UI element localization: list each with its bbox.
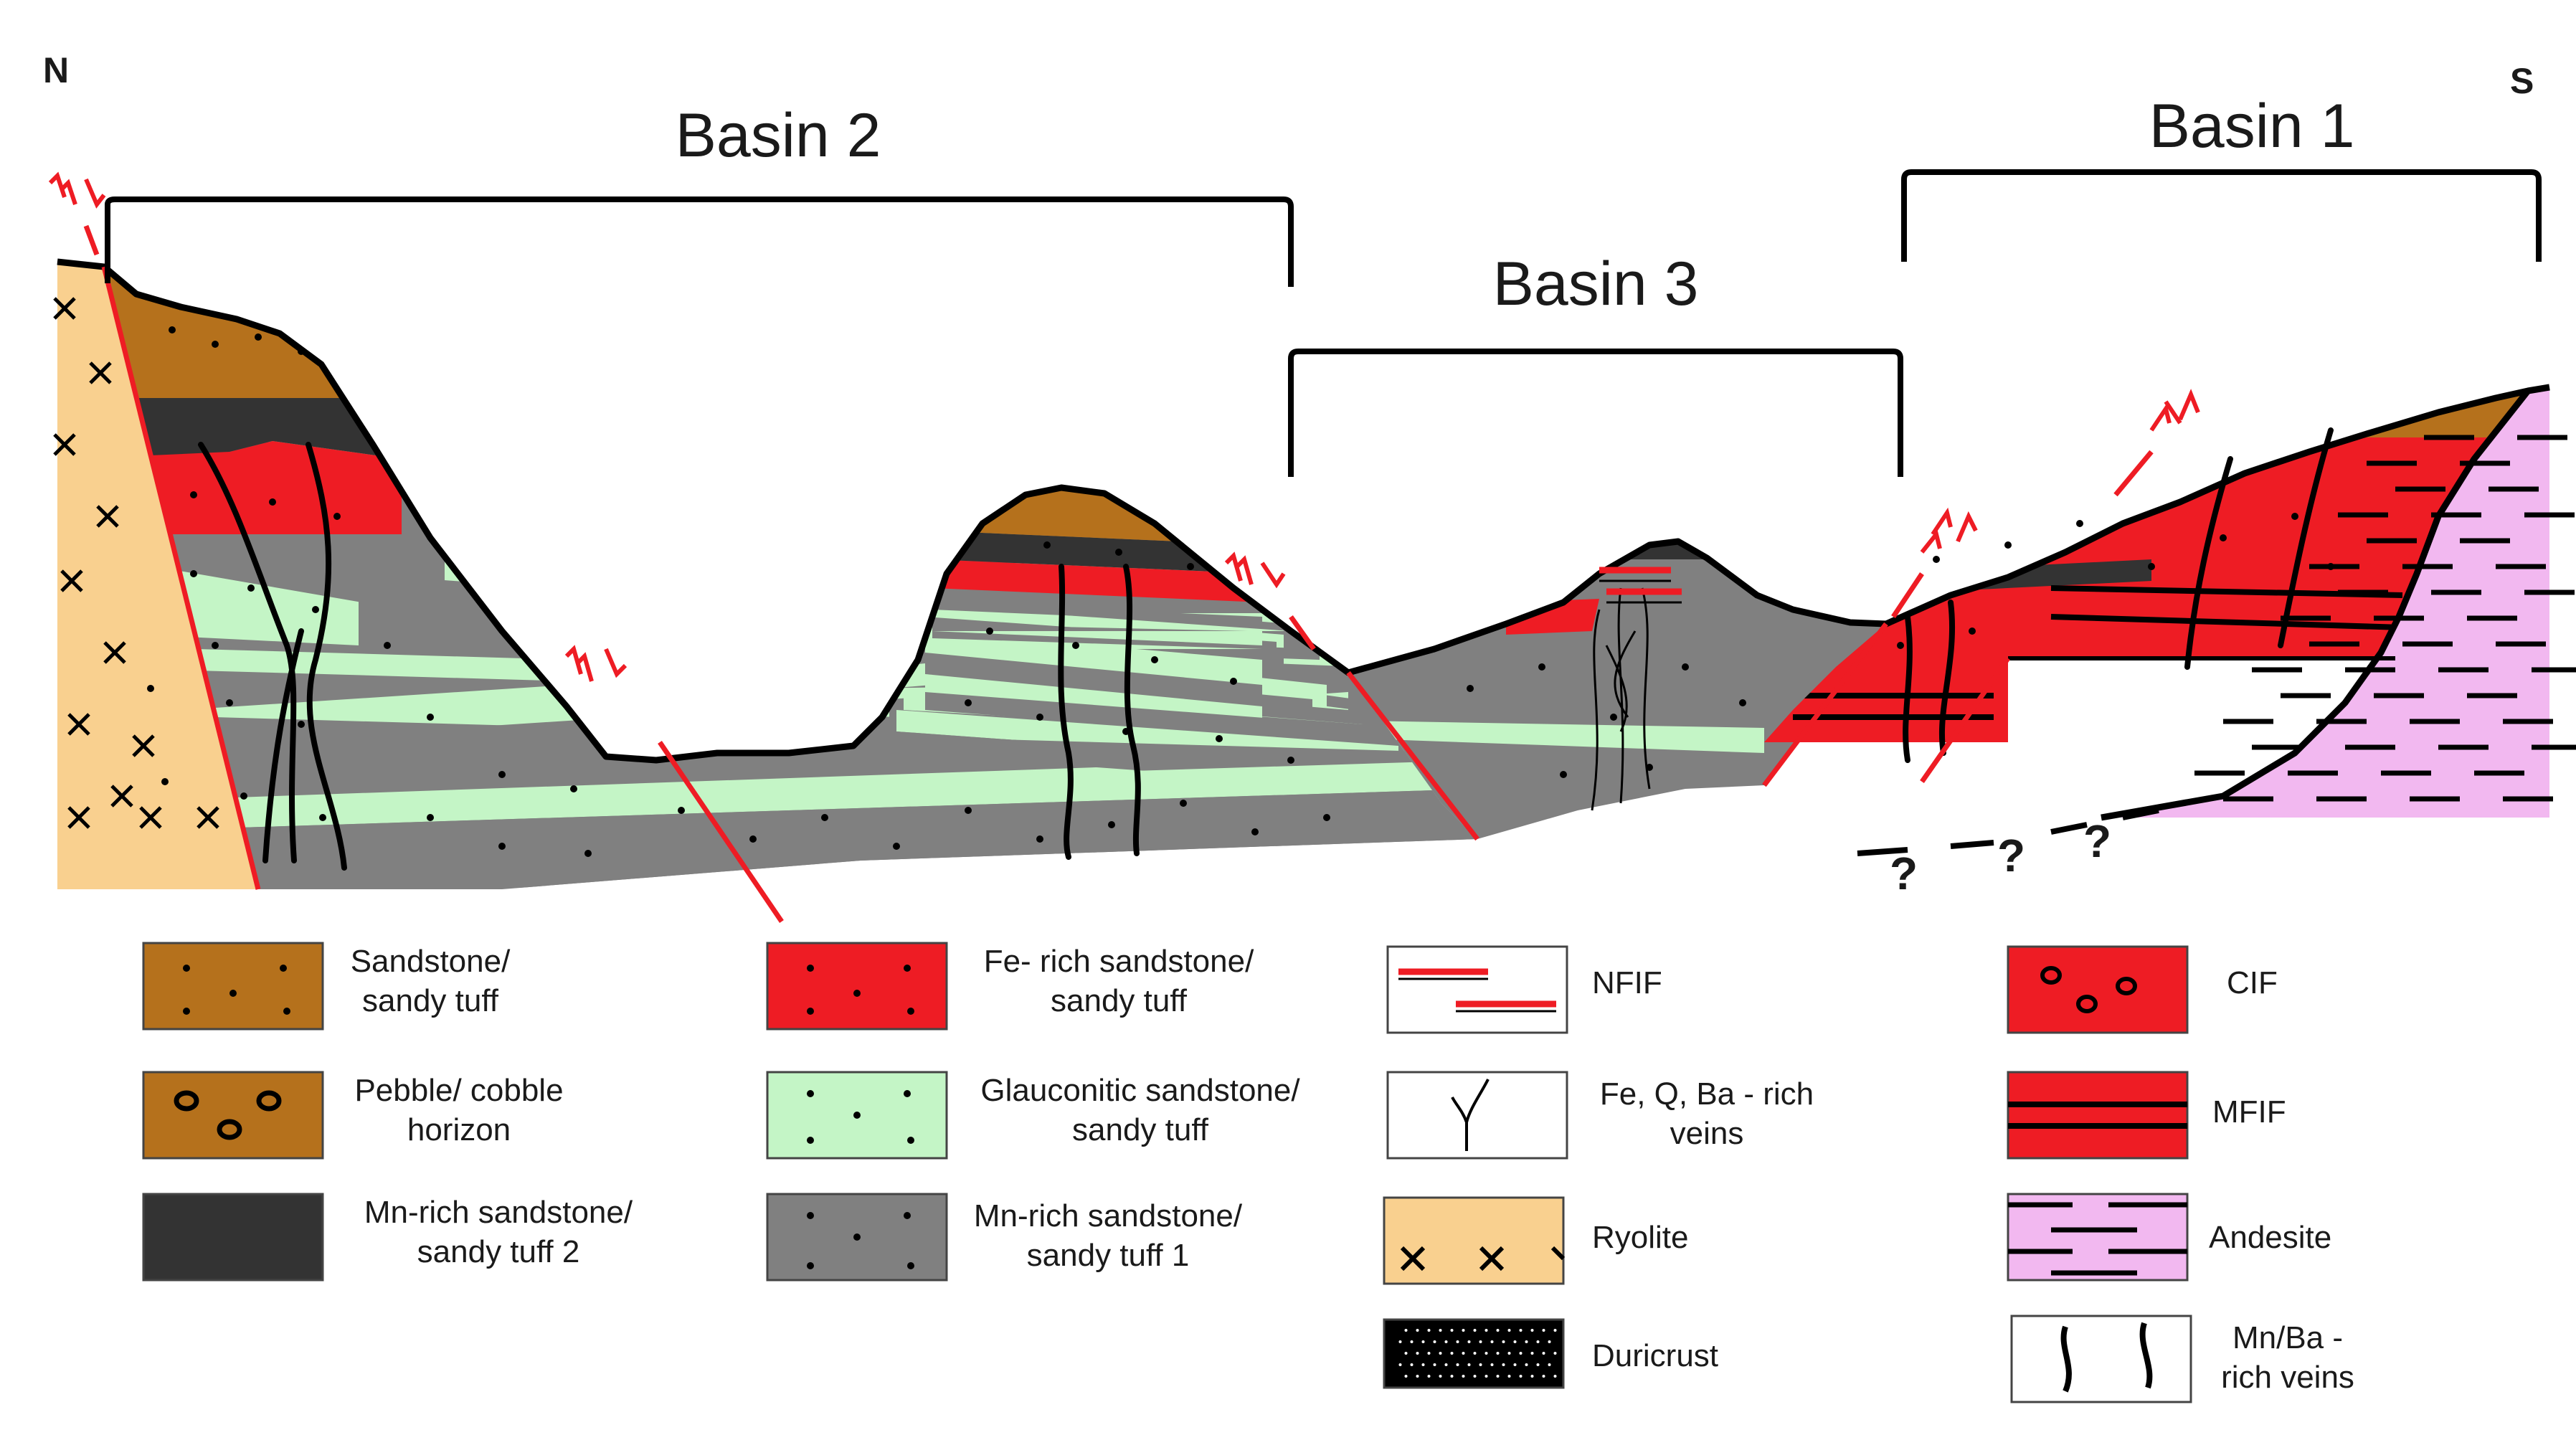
cross-section: ? ? ? [48, 171, 2576, 923]
legend-item-mn-rich-2: Mn-rich sandstone/ sandy tuff 2 [142, 1193, 633, 1282]
legend-item-ryolite: Ryolite [1383, 1196, 1689, 1285]
legend-item-fe-rich: Fe- rich sandstone/ sandy tuff [766, 942, 1254, 1031]
legend-label: Andesite [2209, 1220, 2331, 1255]
legend-label: NFIF [1592, 965, 1662, 1000]
glauconitic-band [1363, 721, 1764, 753]
andesite-block [2101, 387, 2576, 818]
legend: Sandstone/ sandy tuff Pebble/ cobble hor… [142, 942, 2354, 1403]
nfif-lenses [1599, 567, 1682, 604]
mn-ba-rich-veins [198, 427, 2334, 871]
pebble-cobble-horizon-unit [104, 359, 402, 398]
legend-label: Fe- rich sandstone/ [984, 944, 1254, 979]
mn-rich-sandstone-2-unit [104, 398, 402, 459]
unknown-basement-line [1857, 808, 2159, 856]
legend-label: MFIF [2212, 1094, 2286, 1129]
legend-item-cif: CIF [2007, 945, 2278, 1034]
basin-1-label: Basin 1 [2149, 92, 2355, 161]
ryolite-cross-marks [53, 297, 219, 829]
legend-label: Duricrust [1592, 1338, 1718, 1373]
basin-brackets [105, 169, 2542, 477]
legend-item-duricrust: Duricrust [1383, 1318, 1718, 1389]
legend-item-fe-q-ba-veins: Fe, Q, Ba - rich veins [1386, 1071, 1814, 1160]
legend-label: horizon [407, 1112, 511, 1147]
legend-label: Mn/Ba - [2232, 1320, 2343, 1355]
legend-label: CIF [2227, 965, 2278, 1000]
legend-label: sandy tuff [362, 983, 499, 1018]
legend-item-mn-ba-veins: Mn/Ba - rich veins [2010, 1315, 2354, 1403]
legend-item-glauconitic: Glauconitic sandstone/ sandy tuff [766, 1071, 1300, 1160]
legend-label: rich veins [2221, 1360, 2354, 1395]
legend-label: Sandstone/ [351, 944, 511, 979]
north-label: N [43, 50, 69, 90]
legend-label: sandy tuff [1072, 1112, 1209, 1147]
legend-label: sandy tuff 2 [417, 1234, 580, 1269]
unknown-mark: ? [1890, 848, 1918, 899]
legend-label: Mn-rich sandstone/ [974, 1198, 1243, 1233]
topographic-surface [57, 258, 2550, 764]
legend-item-nfif: NFIF [1386, 945, 1662, 1034]
legend-item-pebble-cobble: Pebble/ cobble horizon [142, 1071, 564, 1160]
unknown-mark: ? [2083, 815, 2111, 867]
basin-2-strata [104, 267, 1477, 889]
legend-item-mn-rich-1: Mn-rich sandstone/ sandy tuff 1 [766, 1193, 1243, 1282]
andesite-contact [2101, 389, 2531, 821]
legend-label: Pebble/ cobble [354, 1073, 563, 1108]
legend-item-andesite: Andesite [2007, 1193, 2331, 1282]
glauconitic-band [215, 760, 1477, 828]
south-label: S [2510, 61, 2534, 101]
fe-q-ba-rich-veins [1591, 587, 1651, 811]
legend-label: sandy tuff 1 [1027, 1238, 1190, 1273]
basin-2-label: Basin 2 [676, 101, 881, 170]
duricrust-dot-pattern [1398, 1329, 1557, 1378]
legend-label: Mn-rich sandstone/ [364, 1195, 633, 1230]
legend-label: Fe, Q, Ba - rich [1600, 1076, 1814, 1112]
legend-label: Ryolite [1592, 1220, 1689, 1255]
sediment-dot-pattern [147, 326, 2334, 857]
legend-label: Glauconitic sandstone/ [980, 1073, 1300, 1108]
legend-item-mfif: MFIF [2007, 1071, 2286, 1160]
fault-movement-arrows [48, 171, 2200, 682]
unknown-mark: ? [1997, 830, 2025, 881]
legend-item-sandstone: Sandstone/ sandy tuff [142, 942, 511, 1031]
faults [83, 224, 2154, 923]
ryolite-block [53, 262, 258, 889]
basin-3-label: Basin 3 [1493, 250, 1699, 318]
legend-label: sandy tuff [1051, 983, 1188, 1018]
andesite-dash-marks [2194, 435, 2576, 802]
legend-label: veins [1670, 1116, 1744, 1151]
